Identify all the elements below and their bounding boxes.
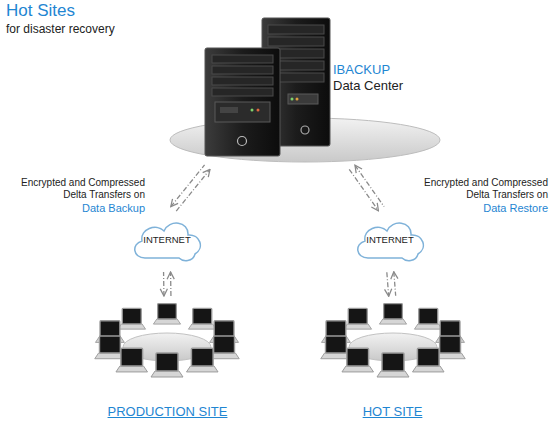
transfer-arrow bbox=[387, 272, 396, 297]
laptop-icon bbox=[379, 304, 406, 324]
dashed-arrow-line bbox=[171, 165, 205, 207]
production-site: PRODUCTION SITE bbox=[85, 300, 250, 422]
dashed-arrow-line bbox=[163, 272, 165, 296]
brand-name: IBACKUP bbox=[333, 62, 390, 78]
data-center: IBACKUPData Center bbox=[165, 20, 445, 164]
laptop-icon bbox=[414, 308, 442, 329]
transfer-note: Encrypted and Compressed Delta Transfers… bbox=[8, 177, 145, 201]
laptop-icon bbox=[342, 348, 374, 372]
server-tower bbox=[205, 48, 280, 156]
transfer-arrow bbox=[171, 165, 210, 211]
text-group: HOT SITE bbox=[310, 404, 475, 420]
laptop-icon bbox=[186, 348, 218, 372]
cloud-label: INTERNET bbox=[143, 234, 191, 246]
dashed-arrow-line bbox=[170, 272, 172, 296]
laptop-icon bbox=[188, 308, 216, 329]
subtitle: for disaster recovery bbox=[6, 22, 226, 36]
text-group: INTERNET bbox=[350, 234, 430, 246]
transfer-arrow bbox=[164, 272, 171, 296]
site-label: HOT SITE bbox=[363, 404, 423, 420]
transfer-arrow bbox=[349, 165, 384, 210]
laptop-group bbox=[321, 304, 465, 377]
laptop-icon bbox=[116, 348, 148, 372]
transfer-kind: Data Restore bbox=[411, 202, 548, 215]
text-group: PRODUCTION SITE bbox=[85, 404, 250, 420]
dashed-arrow-line bbox=[176, 169, 210, 211]
site-label: PRODUCTION SITE bbox=[108, 404, 228, 420]
laptop-icon bbox=[344, 308, 372, 329]
dashed-arrow-line bbox=[355, 165, 384, 206]
node-label: Data Center bbox=[333, 78, 403, 94]
laptop-icon bbox=[118, 308, 146, 329]
dashed-arrow-line bbox=[394, 272, 396, 296]
text-group: IBACKUPData Center bbox=[333, 62, 403, 95]
dashed-arrow-line bbox=[349, 169, 378, 210]
cloud-label: INTERNET bbox=[366, 234, 414, 246]
diagram-title: Hot Sites bbox=[6, 1, 75, 21]
laptop-ring bbox=[95, 304, 465, 377]
transfer-note: Encrypted and Compressed Delta Transfers… bbox=[411, 177, 548, 201]
laptop-icon bbox=[153, 304, 180, 324]
laptop-icon bbox=[151, 353, 183, 377]
internet-cloud: INTERNET bbox=[127, 212, 207, 268]
laptop-icon bbox=[377, 353, 409, 377]
transfer-kind: Data Backup bbox=[8, 202, 145, 215]
dashed-arrow-line bbox=[387, 272, 389, 296]
laptop-icon bbox=[412, 348, 444, 372]
internet-cloud: INTERNET bbox=[350, 212, 430, 268]
text-group: INTERNET bbox=[127, 234, 207, 246]
hot-site: HOT SITE bbox=[310, 300, 475, 422]
laptop-group bbox=[95, 304, 239, 377]
